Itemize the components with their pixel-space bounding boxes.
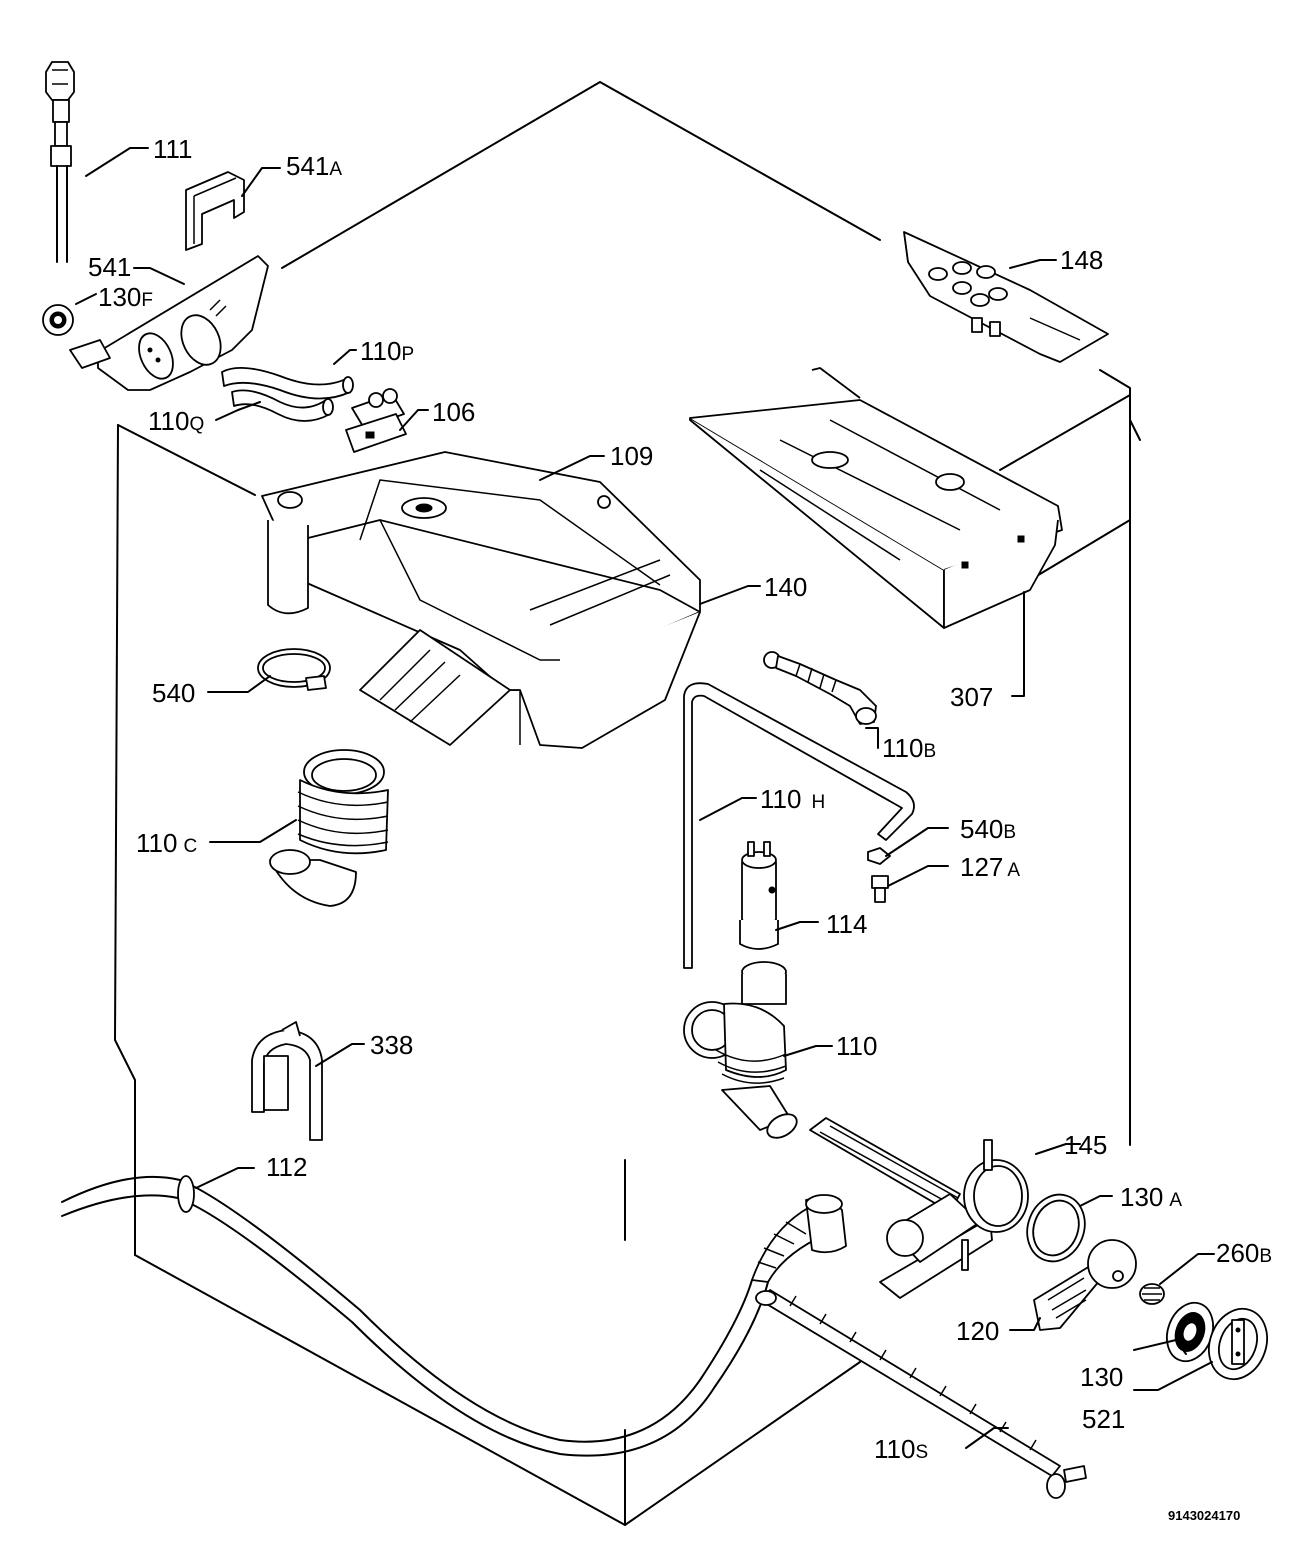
dispenser-lid-148 xyxy=(903,231,1109,363)
part-labels: 111 541A 541 130F 110P 110Q 106 109 148 … xyxy=(88,134,1272,1523)
part-label-106: 106 xyxy=(432,397,475,427)
pressure-chamber-114 xyxy=(739,841,779,950)
drain-hose-112 xyxy=(61,1175,847,1457)
hose-110b xyxy=(763,651,877,725)
ring-130a xyxy=(1026,1193,1086,1263)
nut-130f xyxy=(42,304,74,336)
part-label-110q: 110Q xyxy=(148,406,204,436)
part-label-338: 338 xyxy=(370,1030,413,1060)
part-label-140: 140 xyxy=(764,572,807,602)
inlet-hose-111 xyxy=(45,61,75,263)
detergent-drawer-307 xyxy=(689,367,1063,629)
leader-lines xyxy=(75,147,1215,1449)
bellows-110c xyxy=(269,749,389,907)
pump-housing-145 xyxy=(809,1117,1029,1299)
part-label-130f: 130F xyxy=(98,282,153,312)
clip-541a xyxy=(185,171,245,251)
part-label-120: 120 xyxy=(956,1316,999,1346)
part-label-109: 109 xyxy=(610,441,653,471)
part-label-110p: 110P xyxy=(360,336,414,366)
part-label-260b: 260B xyxy=(1216,1238,1272,1268)
part-label-307: 307 xyxy=(950,682,993,712)
part-label-541a: 541A xyxy=(286,151,342,181)
hose-110p xyxy=(221,366,354,400)
part-label-540: 540 xyxy=(152,678,195,708)
drawing-code: 9143024170 xyxy=(1168,1508,1240,1523)
part-label-540b: 540B xyxy=(960,814,1016,844)
part-label-521: 521 xyxy=(1082,1404,1125,1434)
dispenser-housing-109 xyxy=(261,451,701,749)
part-label-148: 148 xyxy=(1060,245,1103,275)
part-label-110b: 110B xyxy=(882,733,936,763)
part-label-541: 541 xyxy=(88,252,131,282)
part-label-112: 112 xyxy=(266,1152,307,1182)
sump-hose-110 xyxy=(683,961,798,1139)
part-label-130: 130 xyxy=(1080,1362,1123,1392)
hose-guide-338 xyxy=(251,1021,323,1141)
fitting-127a xyxy=(871,875,889,903)
bracket-541 xyxy=(69,255,269,391)
plug-260b xyxy=(1139,1283,1165,1305)
cabinet-outline xyxy=(114,81,1141,1526)
clamp-540b xyxy=(867,847,891,865)
hose-110h xyxy=(683,682,915,969)
valve-106 xyxy=(345,388,407,453)
hose-110s xyxy=(755,1289,1087,1499)
clamp-540 xyxy=(257,648,331,691)
knob-521 xyxy=(1208,1307,1268,1381)
part-label-110: 110 xyxy=(836,1031,877,1061)
part-label-114: 114 xyxy=(826,909,867,939)
part-label-145: 145 xyxy=(1064,1130,1107,1160)
part-label-110s: 110S xyxy=(874,1434,928,1464)
hose-110q xyxy=(231,389,334,422)
part-label-111: 111 xyxy=(153,134,193,164)
filter-120 xyxy=(1033,1239,1137,1331)
